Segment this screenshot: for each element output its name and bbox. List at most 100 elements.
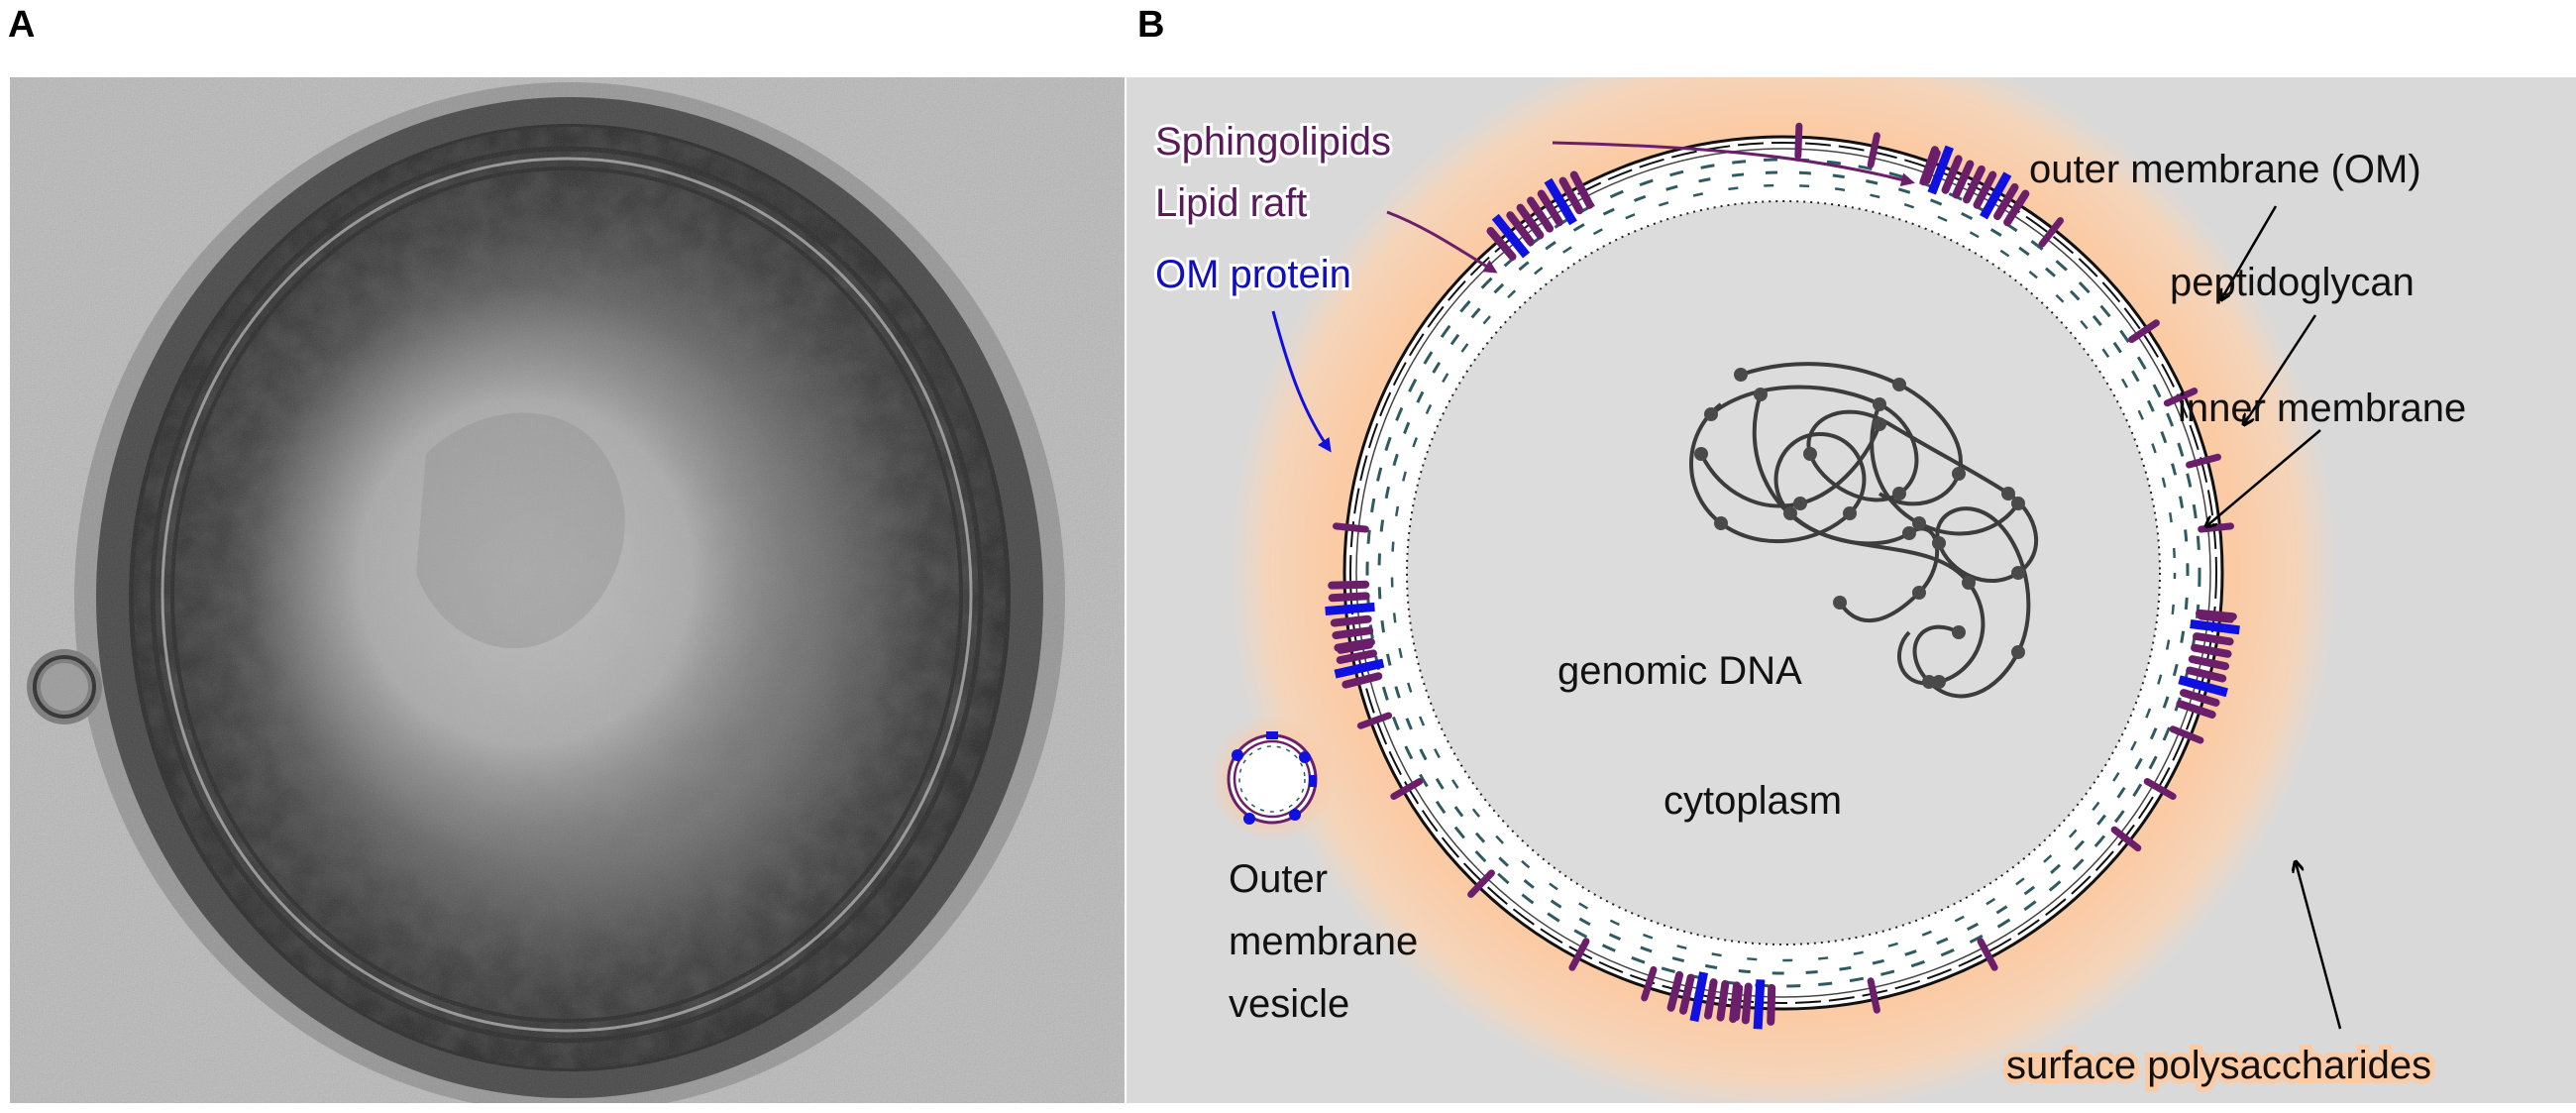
om-protein-marker xyxy=(1753,979,1766,1030)
dna-node xyxy=(2011,566,2025,580)
label-peptidoglycan: peptidoglycan xyxy=(2170,261,2415,304)
lipid-raft xyxy=(1919,145,2030,227)
raft-lipid xyxy=(1703,978,1718,1020)
raft-lipid xyxy=(2003,189,2030,227)
raft-lipid xyxy=(1993,182,2019,221)
om-protein-marker xyxy=(1689,971,1709,1023)
label-sphingolipids: Sphingolipids xyxy=(1155,120,1391,164)
dna-node xyxy=(1704,407,1718,421)
dna-node xyxy=(1912,586,1926,600)
lipid-raft xyxy=(1325,580,1385,689)
om-protein-marker xyxy=(1927,145,1954,195)
raft-lipid xyxy=(2188,655,2230,671)
lipid-raft xyxy=(2176,609,2240,719)
label-inner-membrane: inner membrane xyxy=(2178,387,2466,430)
sphingolipid-tick xyxy=(1794,122,1803,160)
dna-node xyxy=(1714,516,1728,530)
om-protein-marker xyxy=(2178,675,2228,698)
raft-lipid xyxy=(1962,165,1986,204)
dna-node xyxy=(2011,645,2025,659)
om-protein-marker xyxy=(1334,658,1385,679)
label-genomic-dna: genomic DNA xyxy=(1557,649,1802,693)
sphingolipid-tick xyxy=(2198,522,2235,533)
dna-node xyxy=(2001,487,2015,501)
peptidoglycan-ring-3 xyxy=(1390,183,2177,962)
raft-lipid xyxy=(1506,211,1535,247)
dna-node xyxy=(1892,487,1906,501)
raft-lipid xyxy=(1537,189,1563,227)
peptidoglycan-ring-1 xyxy=(1365,158,2201,988)
electron-micrograph xyxy=(10,77,1125,1103)
raft-lipid xyxy=(1729,981,1741,1024)
dna-node xyxy=(1694,447,1708,461)
raft-lipid xyxy=(1516,203,1545,240)
raft-lipid xyxy=(2176,700,2216,719)
genomic-dna-icon xyxy=(1689,362,2038,699)
dna-node xyxy=(1952,625,1966,639)
sphingolipid-tick xyxy=(1390,778,1424,800)
raft-lipid xyxy=(1678,973,1695,1015)
panel-letter-b: B xyxy=(1137,4,1165,46)
dna-node xyxy=(1952,467,1966,481)
dna-node xyxy=(1793,497,1807,510)
raft-lipid xyxy=(2195,609,2237,621)
om-protein-arrow xyxy=(1271,310,1332,453)
label-outer-membrane: outer membrane (OM) xyxy=(2029,148,2421,191)
dna-nodes xyxy=(1694,368,2025,689)
sphingolipid-tick xyxy=(2163,388,2199,407)
sphingolipid-tick xyxy=(2038,217,2065,248)
cell-schematic: Sphingolipids Lipid raft OM protein oute… xyxy=(1127,77,2576,1103)
raft-lipid xyxy=(1486,227,1517,261)
om-protein-marker xyxy=(1980,171,2012,220)
sphingolipid-tick xyxy=(1641,965,1658,1002)
label-vesicle-line-1: Outer xyxy=(1229,857,1328,901)
raft-lipid xyxy=(1741,982,1753,1025)
lipid-rafts xyxy=(1325,145,2240,1030)
inner-membrane xyxy=(1406,200,2161,946)
outer-membrane-inner-leaflet xyxy=(1349,142,2217,1004)
dna-node xyxy=(1873,397,1886,411)
raft-lipid xyxy=(2191,643,2232,658)
dna-node xyxy=(1803,447,1817,461)
surface-polysaccharides-arrow xyxy=(2296,862,2342,1030)
raft-lipid xyxy=(2186,666,2227,683)
outer-membrane-vesicle-icon xyxy=(1209,716,1336,842)
om-protein-marker xyxy=(1325,602,1375,616)
dna-node xyxy=(1833,596,1847,610)
raft-lipid xyxy=(1527,196,1555,233)
om-protein-marker xyxy=(2190,619,2240,635)
raft-lipid xyxy=(1342,672,1383,689)
raft-lipid xyxy=(1334,637,1375,652)
lipid-raft-arrow xyxy=(1386,210,1498,274)
label-vesicle-line-3: vesicle xyxy=(1229,982,1349,1026)
peptidoglycan-ring-2 xyxy=(1377,170,2190,975)
sphingolipid-tick xyxy=(2169,725,2204,744)
label-cytoplasm: cytoplasm xyxy=(1664,779,1842,823)
raft-lipid xyxy=(1973,170,1997,209)
dna-node xyxy=(1902,526,1916,540)
outer-membrane-line-3 xyxy=(1355,148,2211,998)
raft-lipid xyxy=(1919,146,1939,186)
sphingolipid-tick xyxy=(1332,522,1369,533)
dna-node xyxy=(1783,506,1797,520)
lipid-raft xyxy=(1666,970,1776,1030)
sphingolipid-tick xyxy=(1977,938,1998,971)
dna-node xyxy=(1754,388,1768,401)
raft-lipid xyxy=(1716,979,1730,1022)
om-protein-marker xyxy=(1491,213,1531,259)
raft-lipid xyxy=(1332,626,1374,640)
sphingolipid-tick xyxy=(1867,132,1880,168)
dna-node xyxy=(1932,536,1946,550)
dna-node xyxy=(1843,506,1857,520)
raft-lipid xyxy=(2179,689,2220,707)
inner-membrane-arrow xyxy=(2206,429,2321,526)
raft-lipid xyxy=(1941,155,1963,194)
outer-membrane xyxy=(1342,135,2224,1011)
dna-node xyxy=(1922,675,1936,689)
label-surface-polysaccharides: surface polysaccharides xyxy=(2006,1044,2431,1087)
sphingolipid-tick xyxy=(2128,319,2160,344)
label-vesicle-line-2: membrane xyxy=(1229,920,1418,963)
sphingolipid-tick xyxy=(2143,778,2177,800)
raft-lipid xyxy=(1558,176,1584,215)
dna-node xyxy=(1892,378,1906,391)
